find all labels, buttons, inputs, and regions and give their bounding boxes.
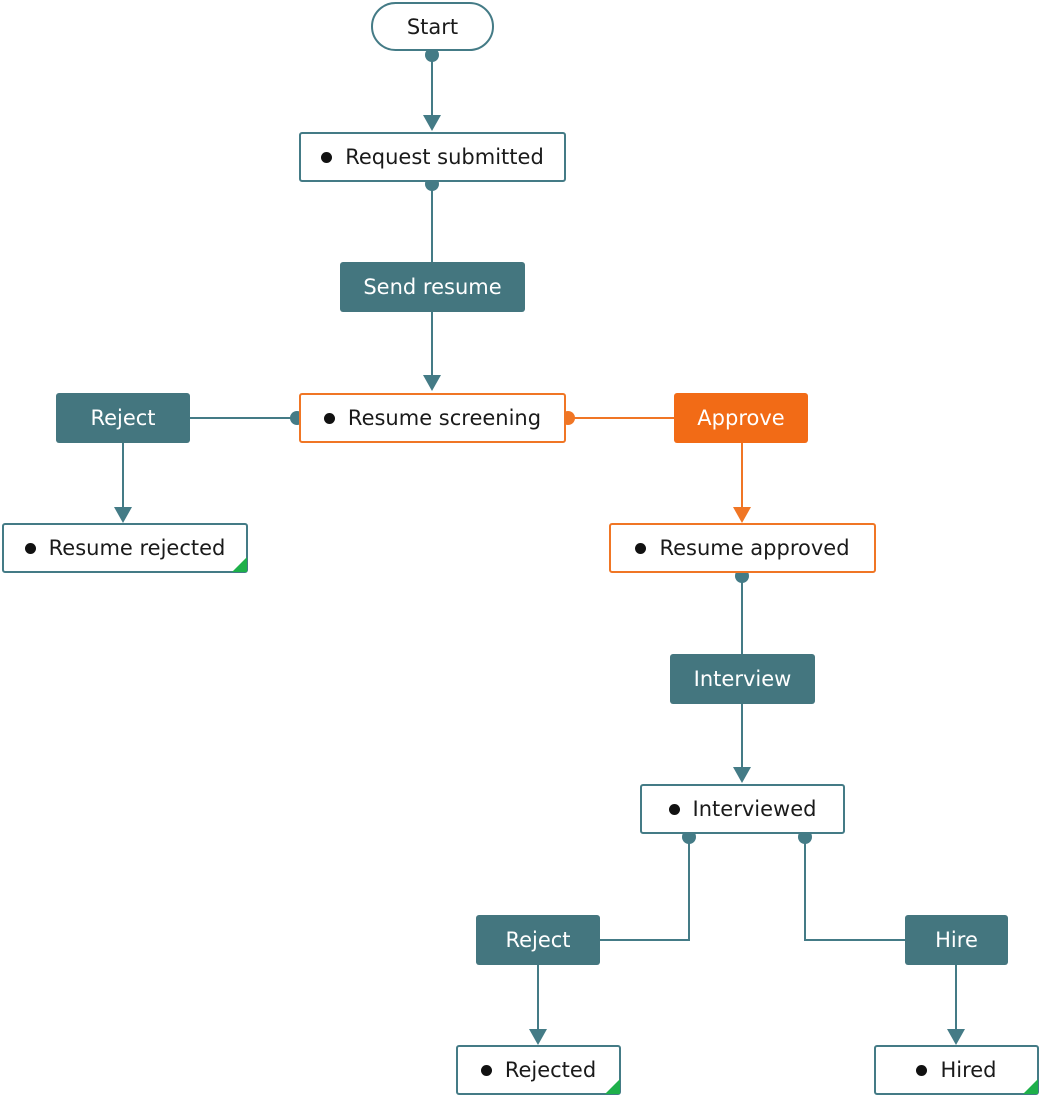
state-request-submitted[interactable]: Request submitted bbox=[299, 132, 566, 182]
state-label: Resume screening bbox=[347, 406, 542, 430]
action-approve[interactable]: Approve bbox=[674, 393, 808, 443]
state-hired[interactable]: Hired bbox=[874, 1045, 1039, 1095]
state-rejected[interactable]: Rejected bbox=[456, 1045, 621, 1095]
edge-interviewed-hire bbox=[804, 837, 905, 941]
action-label: Reject bbox=[505, 928, 571, 952]
action-hire[interactable]: Hire bbox=[905, 915, 1008, 965]
action-reject-resume[interactable]: Reject bbox=[56, 393, 190, 443]
arrowhead bbox=[733, 767, 751, 783]
action-interview[interactable]: Interview bbox=[670, 654, 815, 704]
action-label: Send resume bbox=[363, 275, 502, 299]
state-label: Resume rejected bbox=[48, 536, 226, 560]
arrowhead bbox=[733, 507, 751, 523]
state-label: Rejected bbox=[504, 1058, 597, 1082]
bullet-icon bbox=[635, 542, 647, 554]
action-label: Approve bbox=[697, 406, 785, 430]
connector-dot bbox=[425, 48, 439, 62]
state-interviewed[interactable]: Interviewed bbox=[640, 784, 845, 834]
bullet-icon bbox=[321, 151, 333, 163]
state-label: Interviewed bbox=[692, 797, 817, 821]
arrowhead bbox=[423, 375, 441, 391]
bullet-icon bbox=[668, 803, 680, 815]
bullet-icon bbox=[24, 542, 36, 554]
start-label: Start bbox=[406, 14, 459, 39]
state-label: Request submitted bbox=[345, 145, 544, 169]
state-label: Resume approved bbox=[659, 536, 850, 560]
final-state-marker-icon bbox=[605, 1079, 620, 1094]
action-label: Hire bbox=[935, 928, 978, 952]
arrowhead bbox=[947, 1029, 965, 1045]
arrowhead bbox=[423, 115, 441, 131]
state-resume-rejected[interactable]: Resume rejected bbox=[2, 523, 248, 573]
arrowhead bbox=[529, 1029, 547, 1045]
final-state-marker-icon bbox=[232, 557, 247, 572]
bullet-icon bbox=[916, 1064, 928, 1076]
bullet-icon bbox=[480, 1064, 492, 1076]
action-reject-candidate[interactable]: Reject bbox=[476, 915, 600, 965]
edge-interviewed-reject bbox=[600, 837, 690, 941]
state-resume-screening[interactable]: Resume screening bbox=[299, 393, 566, 443]
state-label: Hired bbox=[940, 1058, 997, 1082]
arrowhead bbox=[114, 507, 132, 523]
start-node[interactable]: Start bbox=[371, 2, 494, 51]
action-send-resume[interactable]: Send resume bbox=[340, 262, 525, 312]
bullet-icon bbox=[323, 412, 335, 424]
state-resume-approved[interactable]: Resume approved bbox=[609, 523, 876, 573]
action-label: Reject bbox=[90, 406, 156, 430]
final-state-marker-icon bbox=[1023, 1079, 1038, 1094]
action-label: Interview bbox=[693, 667, 792, 691]
